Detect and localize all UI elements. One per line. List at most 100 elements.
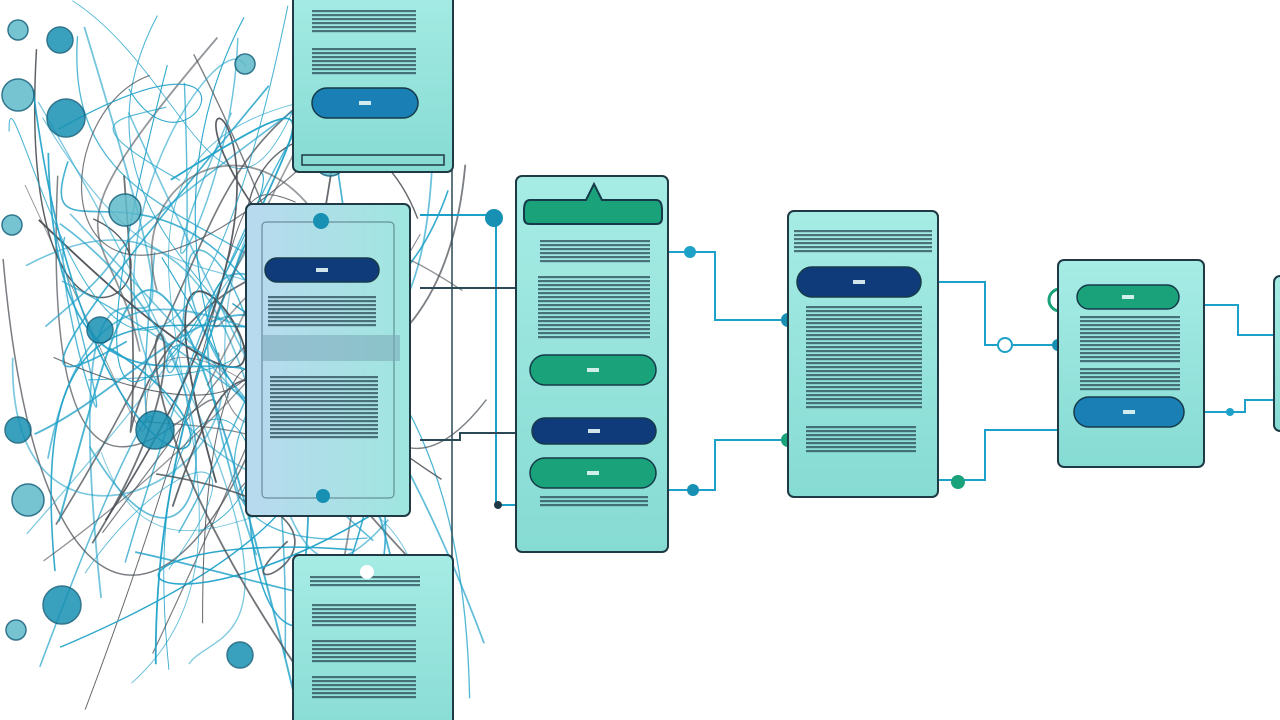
tangle-wire [131,102,298,684]
text-line [806,314,922,317]
text-line [1080,336,1180,339]
text-line [1080,324,1180,327]
text-line [538,308,650,311]
text-line [806,374,922,377]
text-line [538,328,650,331]
text-line [538,300,650,303]
text-line [794,230,932,233]
text-line [268,296,376,299]
text-line [268,300,376,303]
tangle-node [7,19,29,41]
tangle-wire [53,356,249,624]
text-line [540,252,650,255]
connector-node [494,501,502,509]
text-line [538,304,650,307]
card-footer [301,154,445,166]
tangle-node [4,416,32,444]
text-line [794,250,932,253]
text-line [312,18,416,21]
connector-right1-to-right2-top [938,281,1058,346]
text-line [312,10,416,13]
tangle-node [42,585,82,625]
text-line [312,14,416,17]
text-line [806,398,922,401]
pill-label-mark [587,471,599,475]
port-node [360,565,374,579]
connector-center-to-right1-top [668,251,788,321]
text-line [540,244,650,247]
text-line [312,652,416,655]
text-line [806,406,922,409]
tangle-wire [58,83,203,130]
text-line [538,320,650,323]
text-line [312,656,416,659]
tangle-node [1,214,23,236]
text-line [1080,356,1180,359]
text-line [270,396,378,399]
text-line [270,380,378,383]
text-line [312,692,416,695]
pill-label-mark [853,280,865,284]
text-line [806,310,922,313]
card-edge-right [1273,275,1280,432]
connector-node [684,246,696,258]
text-line [806,394,922,397]
tangle-wire [72,0,313,169]
tangle-wire [154,117,294,665]
text-line [270,408,378,411]
text-line [806,330,922,333]
tangle-wire [55,175,217,448]
text-line [538,316,650,319]
text-line [538,336,650,339]
text-line [312,676,416,679]
card-top-left-frame [292,0,454,173]
tangle-wire [59,223,197,519]
tab-header [523,181,663,225]
text-line [806,378,922,381]
text-line [1080,328,1180,331]
text-line [540,496,648,499]
pill-label-mark [359,101,371,105]
text-line [312,68,416,71]
tangle-wire [104,117,318,521]
port-node [313,213,329,229]
text-line [312,660,416,663]
text-line [312,696,416,699]
text-line [312,612,416,615]
text-line [806,354,922,357]
text-line [806,346,922,349]
text-line [540,248,650,251]
tangle-wire [80,74,345,256]
text-line [270,428,378,431]
text-line [806,390,922,393]
text-line [806,318,922,321]
text-line [268,308,376,311]
text-line [312,48,416,51]
text-line [806,326,922,329]
text-line [270,400,378,403]
text-line [312,620,416,623]
text-line [312,616,416,619]
card-bottom-left-frame [292,554,454,720]
text-line [312,608,416,611]
text-line [1080,372,1180,375]
text-line [538,292,650,295]
text-line [1080,348,1180,351]
connector-right2-to-edge-top [1204,304,1280,336]
tangle-wire [165,82,291,463]
text-line [806,402,922,405]
card-edge-right-frame [1273,275,1280,432]
text-line [312,52,416,55]
text-line [270,436,378,439]
text-line [312,64,416,67]
tangle-node [135,410,175,450]
text-line [310,584,420,587]
connector-node [687,484,699,496]
text-line [794,234,932,237]
text-line [1080,320,1180,323]
tangle-node [46,98,86,138]
text-line [312,640,416,643]
text-line [806,366,922,369]
